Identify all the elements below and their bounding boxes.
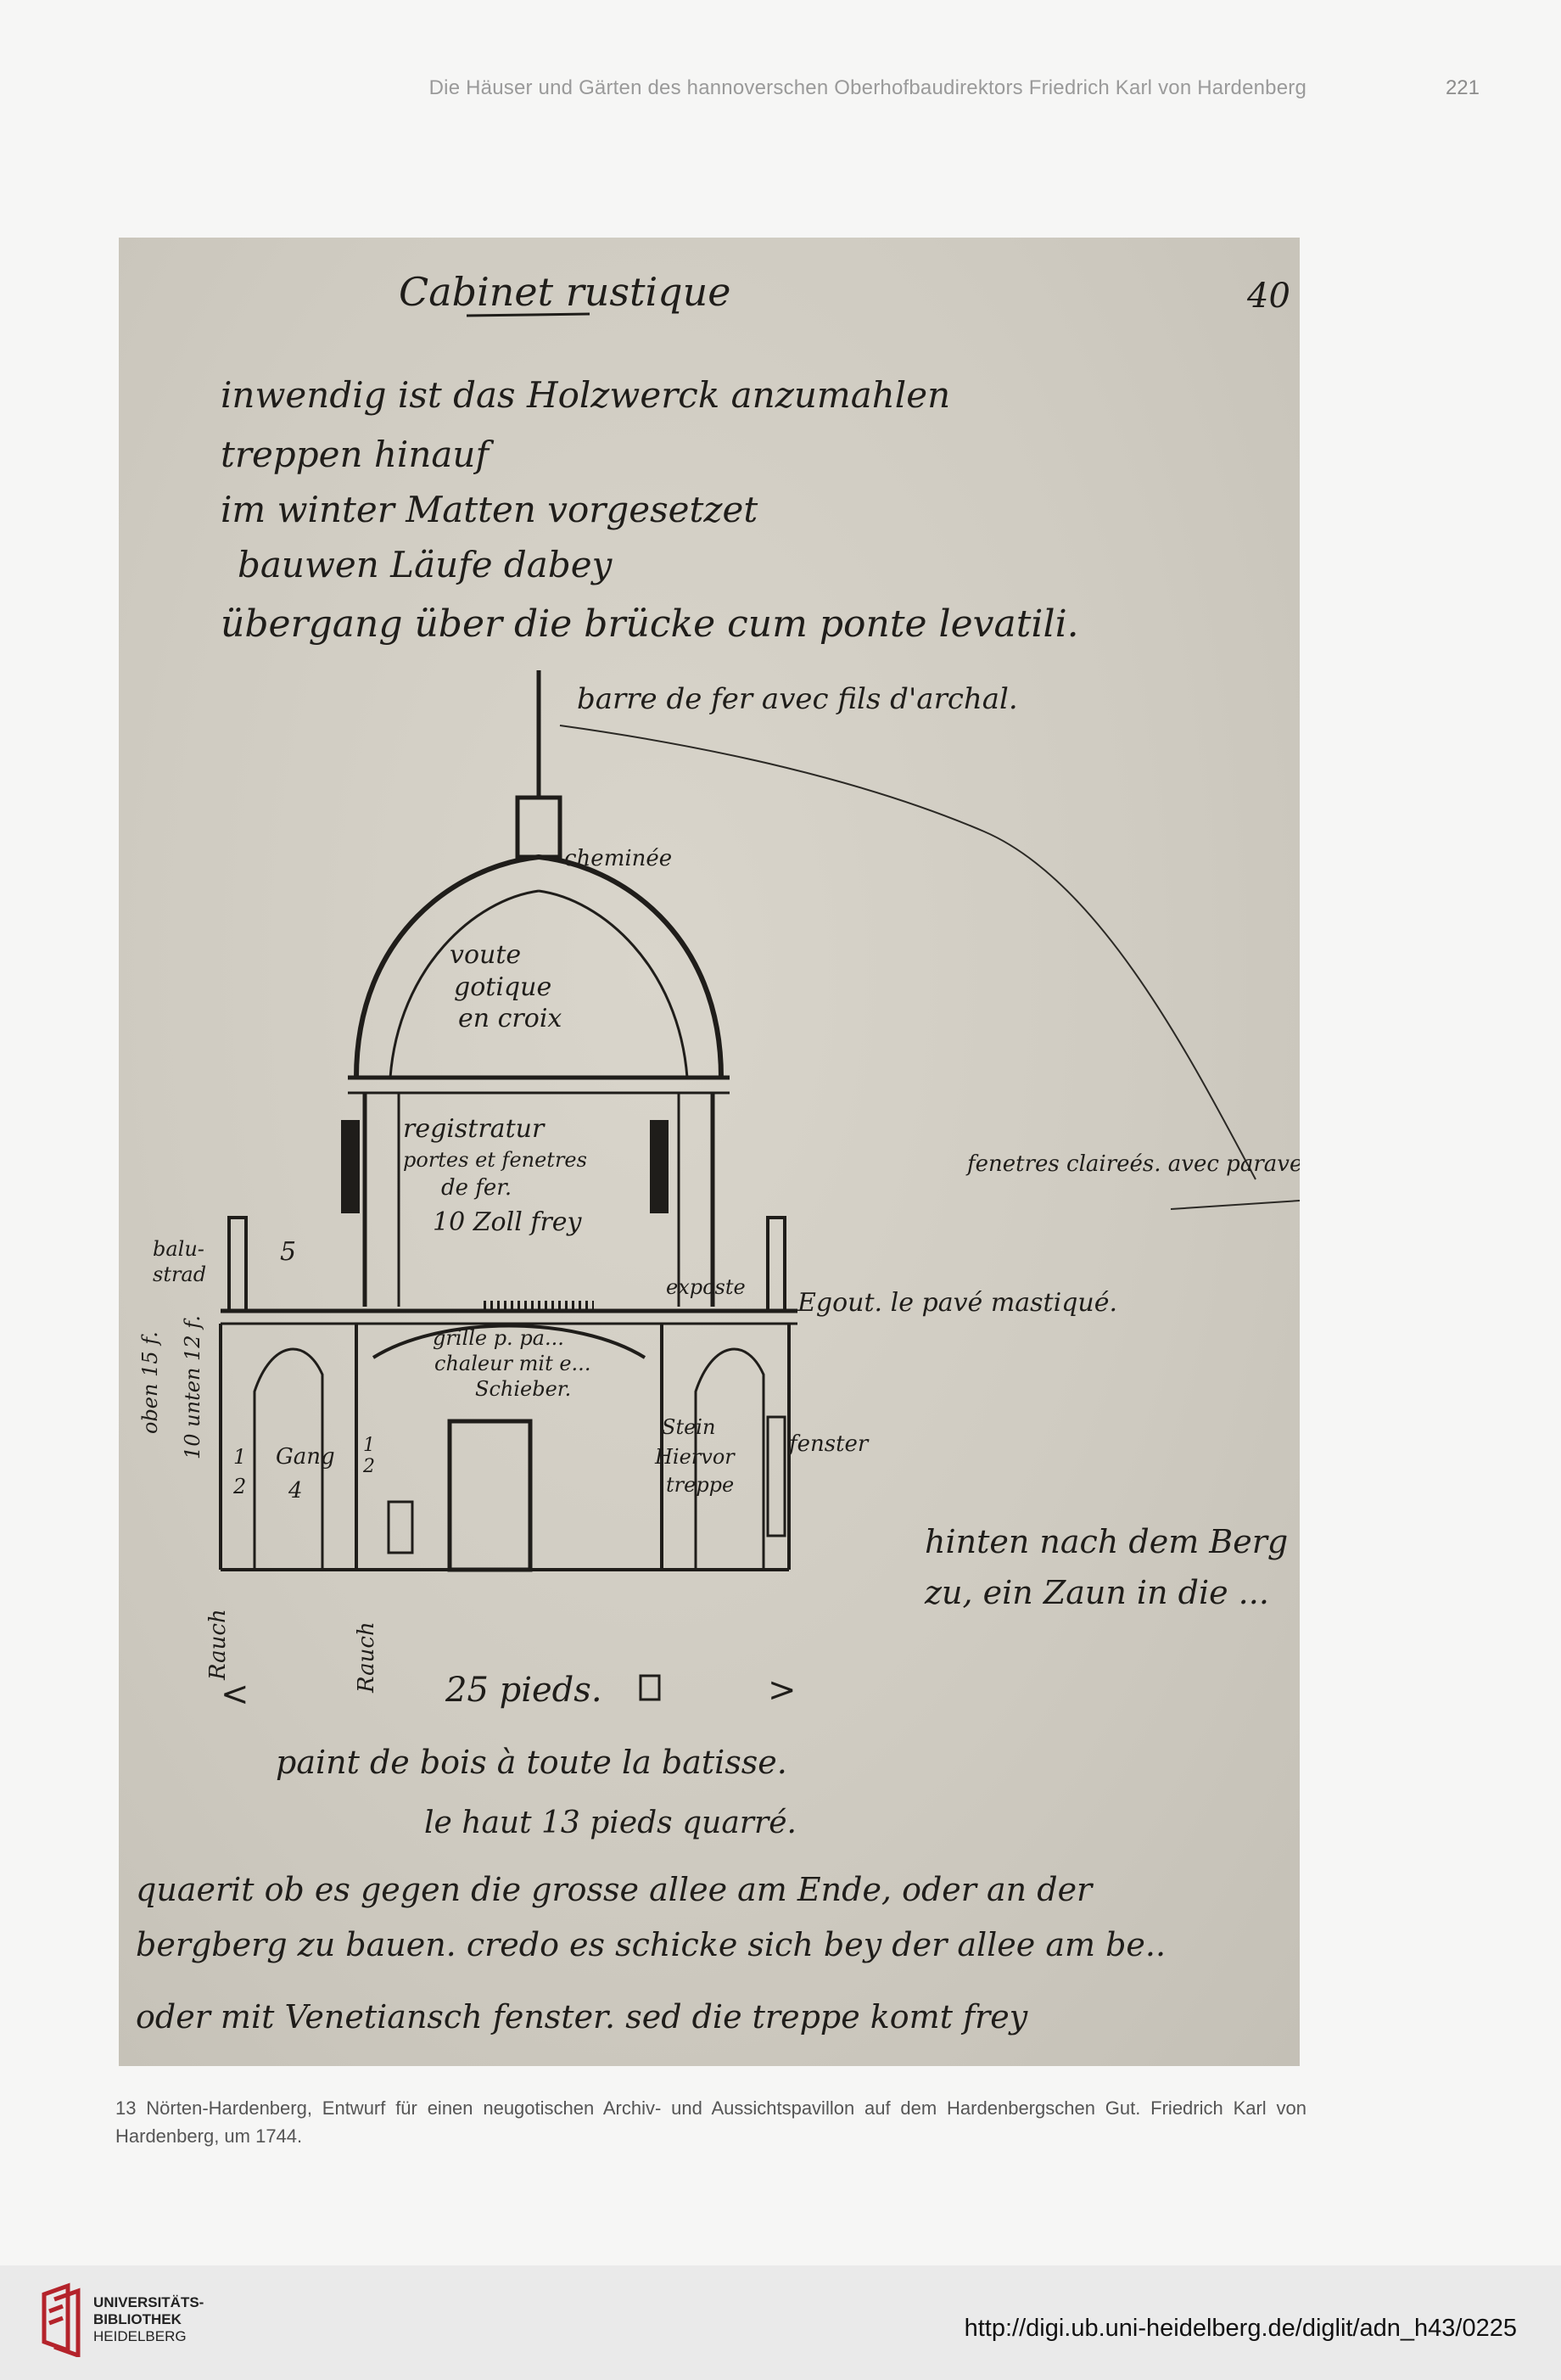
manuscript-line-2: treppen hinauf bbox=[221, 434, 494, 475]
label-stein: Stein bbox=[662, 1415, 715, 1439]
label-hiervor: Hiervor bbox=[654, 1445, 736, 1469]
label-exposte: exposte bbox=[666, 1275, 746, 1299]
label-baluster-2: strad bbox=[153, 1263, 206, 1286]
label-plan-2: 2 bbox=[232, 1475, 246, 1498]
closing-line-2: bergberg zu bauen. credo es schicke sich… bbox=[136, 1926, 1166, 1963]
label-egout: Egout. le pavé mastiqué. bbox=[797, 1288, 1117, 1318]
logo-line-1: UNIVERSITÄTS- bbox=[93, 2294, 204, 2310]
label-windows: fenetres claireés. avec paravent troués … bbox=[965, 1151, 1300, 1177]
book-page: Die Häuser und Gärten des hannoverschen … bbox=[115, 76, 1480, 2147]
label-oben: oben 15 f. bbox=[138, 1331, 162, 1434]
page-number: 221 bbox=[1445, 76, 1480, 99]
manuscript-plate: 40 Cabinet rustique inwendig ist das Hol… bbox=[119, 238, 1300, 2066]
logo-line-2: BIBLIOTHEK bbox=[93, 2311, 182, 2327]
figure-caption: 13 Nörten-Hardenberg, Entwurf für einen … bbox=[115, 2097, 1306, 2147]
note-hinten-1: hinten nach dem Berg bbox=[925, 1523, 1288, 1560]
label-half-2: 2 bbox=[362, 1456, 375, 1477]
dimension-text: 25 pieds. bbox=[445, 1671, 602, 1710]
label-unten: 10 unten 12 f. bbox=[181, 1315, 204, 1459]
closing-line-1: quaerit ob es gegen die grosse allee am … bbox=[136, 1871, 1094, 1908]
note-barre-de-fer: barre de fer avec fils d'archal. bbox=[577, 682, 1018, 716]
label-vault-1: voute bbox=[450, 940, 521, 970]
label-baluster-1: balu- bbox=[153, 1237, 204, 1261]
label-half-1: 1 bbox=[363, 1435, 375, 1456]
note-haut: le haut 13 pieds quarré. bbox=[424, 1806, 797, 1840]
label-rauch-mid: Rauch bbox=[354, 1621, 379, 1694]
running-head: Die Häuser und Gärten des hannoverschen … bbox=[428, 76, 1306, 99]
label-registratur-3: de fer. bbox=[441, 1175, 512, 1201]
logo-line-3: HEIDELBERG bbox=[93, 2328, 187, 2344]
label-grille-2: chaleur mit e... bbox=[434, 1352, 590, 1375]
label-grille-3: Schieber. bbox=[475, 1377, 571, 1401]
manuscript-line-1: inwendig ist das Holzwerck anzumahlen bbox=[221, 374, 950, 416]
manuscript-line-5: übergang über die brücke cum ponte levat… bbox=[221, 602, 1079, 646]
note-paint: paint de bois à toute la batisse. bbox=[276, 1744, 787, 1781]
label-width-5: 5 bbox=[280, 1237, 296, 1267]
label-treppe: treppe bbox=[666, 1473, 734, 1497]
manuscript-sketch: 40 Cabinet rustique inwendig ist das Hol… bbox=[136, 269, 1300, 2036]
dimension-right-mark: > bbox=[768, 1671, 797, 1710]
label-fenster: fenster bbox=[787, 1431, 870, 1457]
label-plan-1: 1 bbox=[233, 1445, 246, 1469]
manuscript-line-4: bauwen Läufe dabey bbox=[238, 544, 613, 585]
label-registratur-2: portes et fenetres bbox=[403, 1148, 587, 1172]
note-hinten-2: zu, ein Zaun in die ... bbox=[924, 1574, 1269, 1611]
label-gang: Gang bbox=[276, 1444, 335, 1470]
footer-bar bbox=[0, 2265, 1561, 2380]
label-grille-1: grille p. pa... bbox=[433, 1326, 564, 1350]
label-registratur-4: 10 Zoll frey bbox=[433, 1207, 583, 1237]
closing-line-3: oder mit Venetiansch fenster. sed die tr… bbox=[136, 1998, 1028, 2036]
label-rauch-left: Rauch bbox=[205, 1609, 231, 1681]
label-vault-3: en croix bbox=[458, 1004, 562, 1033]
label-registratur-1: registratur bbox=[403, 1114, 546, 1144]
library-logo-icon[interactable] bbox=[37, 2282, 88, 2357]
manuscript-title: Cabinet rustique bbox=[399, 269, 730, 315]
label-plan-4: 4 bbox=[288, 1478, 303, 1504]
label-vault-2: gotique bbox=[454, 972, 551, 1002]
dimension-left-mark: < bbox=[221, 1675, 249, 1714]
permalink-url[interactable]: http://digi.ub.uni-heidelberg.de/diglit/… bbox=[964, 2315, 1517, 2342]
manuscript-line-3: im winter Matten vorgesetzet bbox=[221, 489, 758, 530]
folio-number: 40 bbox=[1246, 277, 1290, 316]
library-logo-text[interactable]: UNIVERSITÄTS- BIBLIOTHEK HEIDELBERG bbox=[93, 2294, 204, 2345]
